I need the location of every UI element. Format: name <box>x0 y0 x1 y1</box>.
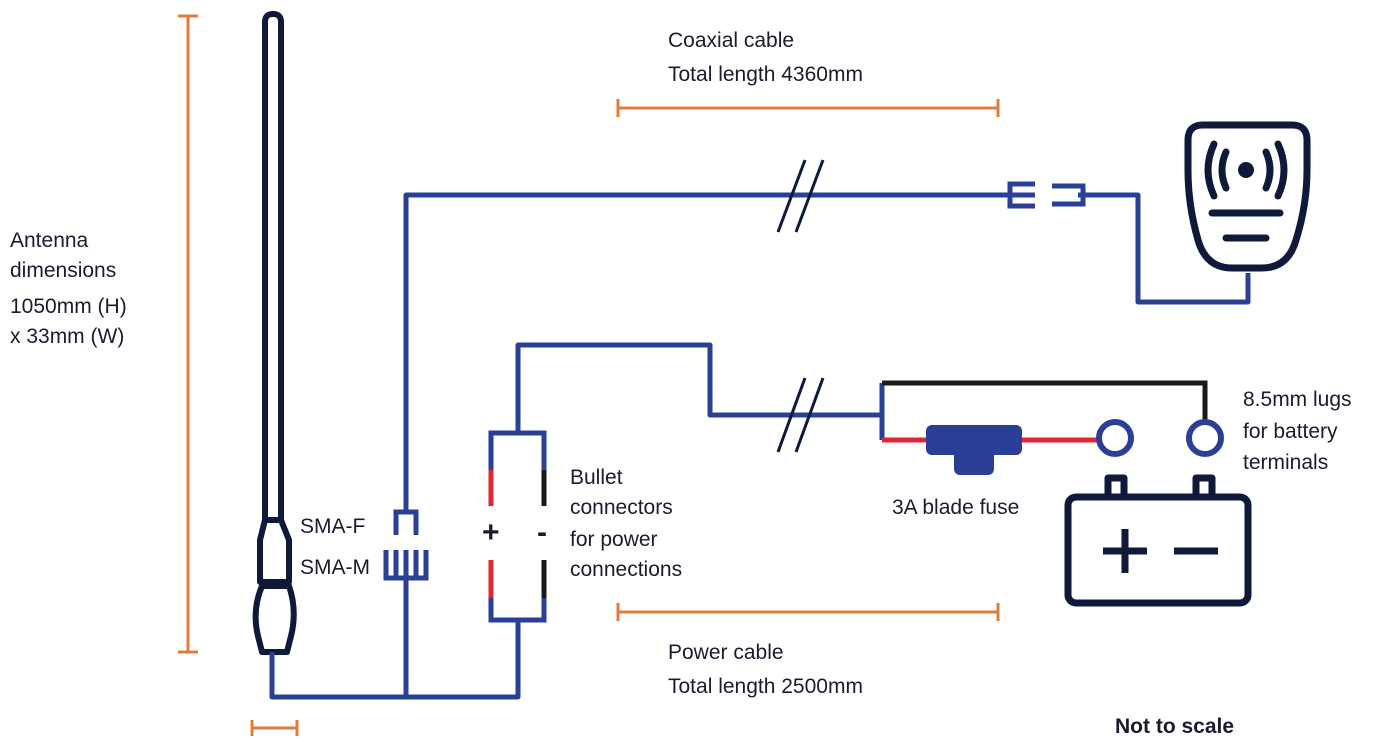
bullet-label-line2: connectors <box>570 496 673 519</box>
power-length-dimension <box>616 603 1000 621</box>
battery <box>1064 474 1252 607</box>
lugs-label-line2: for battery <box>1243 420 1338 443</box>
antenna <box>252 11 297 655</box>
coax-break-mark <box>776 159 825 233</box>
antenna-height-dimension <box>178 14 198 654</box>
antenna-width-dimension <box>250 720 299 736</box>
signal-dot <box>1238 162 1254 178</box>
coax-title: Coaxial cable <box>668 29 795 52</box>
bullet-label-line4: connections <box>570 558 683 581</box>
power-length: Total length 2500mm <box>668 675 863 698</box>
plus-sign: + <box>482 516 500 549</box>
fuse-label: 3A blade fuse <box>892 496 1020 519</box>
antenna-title-line2: dimensions <box>10 259 117 282</box>
lugs-label-line3: terminals <box>1243 451 1329 474</box>
bullet-label-line3: for power <box>570 528 658 551</box>
power-cable <box>515 342 885 440</box>
antenna-height-label: 1050mm (H) <box>10 295 127 318</box>
lugs-label-line1: 8.5mm lugs <box>1243 388 1352 411</box>
battery-lugs <box>1096 419 1224 457</box>
minus-sign: - <box>537 516 547 549</box>
sma-connectors <box>383 509 429 581</box>
coax-length-dimension <box>616 99 1000 117</box>
antenna-title-line1: Antenna <box>10 229 89 252</box>
not-to-scale-note: Not to scale <box>1115 715 1235 738</box>
sma-f-label: SMA-F <box>300 515 366 538</box>
blade-fuse <box>926 425 1022 475</box>
coax-inline-connector <box>1007 181 1086 209</box>
bullet-label-line1: Bullet <box>570 466 623 489</box>
wireless-device <box>1184 121 1311 272</box>
power-title: Power cable <box>668 641 784 664</box>
coax-length: Total length 4360mm <box>668 63 863 86</box>
antenna-width-label: x 33mm (W) <box>10 325 125 348</box>
negative-lead <box>882 380 1208 420</box>
power-break-mark <box>776 377 825 453</box>
sma-m-label: SMA-M <box>300 556 370 579</box>
